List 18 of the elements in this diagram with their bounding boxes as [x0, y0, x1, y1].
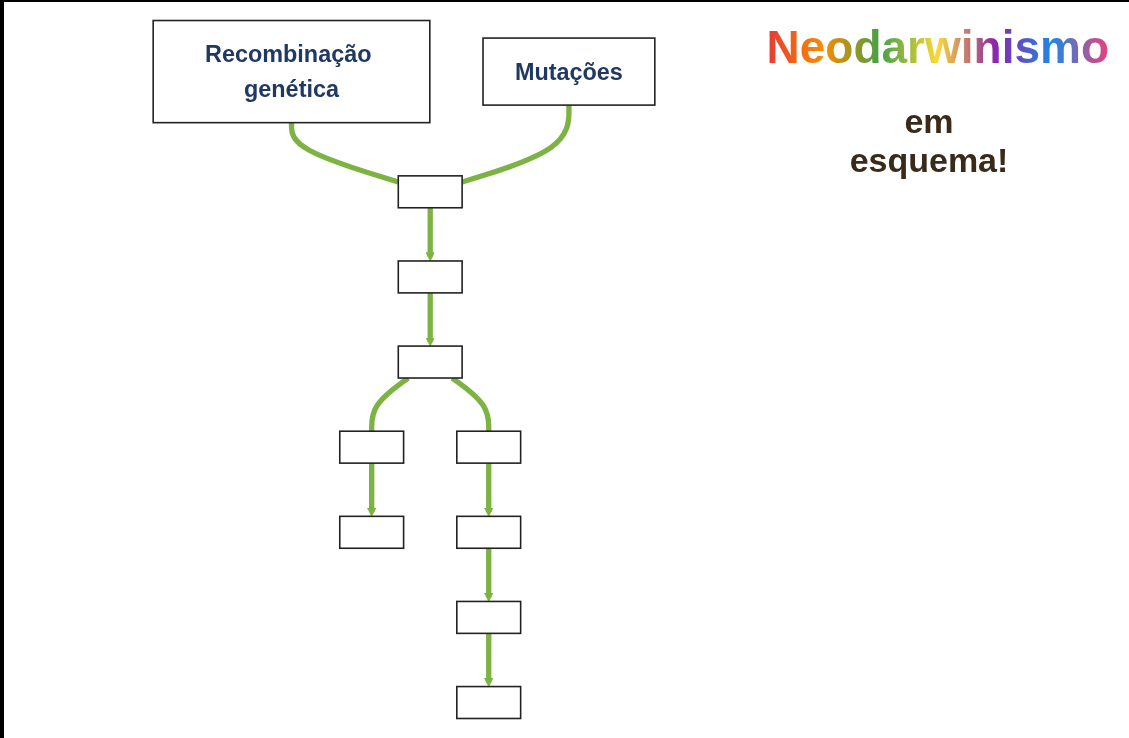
- text-box: Mutações: [482, 37, 656, 106]
- text-box: [456, 430, 522, 464]
- text-box: [456, 600, 522, 635]
- text-box: [397, 175, 463, 209]
- subtitle-text: em esquema!: [848, 102, 1010, 180]
- arrow: [484, 463, 494, 517]
- arrow: [425, 292, 435, 347]
- text-box: [397, 260, 463, 294]
- text-box: [338, 515, 405, 550]
- text-box: Recombinação genética: [152, 19, 431, 124]
- arrow: [425, 207, 435, 262]
- arrow: [484, 633, 494, 687]
- arrow: [367, 463, 377, 517]
- text-box: [397, 345, 463, 379]
- text-box: [456, 685, 522, 720]
- text-box: [338, 430, 405, 464]
- text-box: [456, 515, 522, 550]
- arrow: [484, 548, 494, 602]
